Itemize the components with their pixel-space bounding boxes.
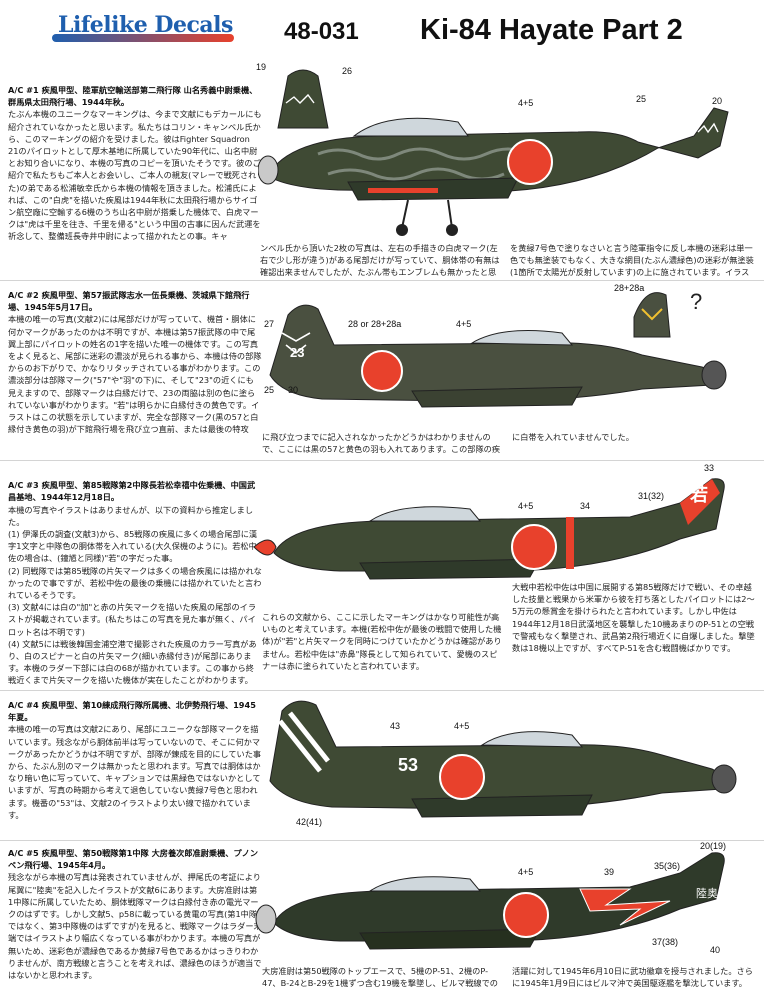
ac3-hinomaru [511, 524, 557, 570]
ac3-callout-kanji: 若 [690, 485, 708, 505]
ac4-lead: A/C #4 疾風甲型、第10練成飛行隊所属機、北伊勢飛行場、1945年夏。 [8, 700, 256, 723]
ac5-fuselage [273, 852, 725, 942]
ac2-callout-27: 27 [264, 319, 275, 329]
ac1-tail-inset [277, 69, 329, 129]
ac3-fuselage [273, 478, 725, 572]
page-title: Ki-84 Hayate Part 2 [420, 14, 683, 46]
ac2-callout-23: 23 [290, 345, 305, 360]
ac3-note: これらの文献から、ここに示したマーキングはかなり可能性が高いものと考えています。… [262, 612, 502, 671]
ac2-callout-30: 30 [288, 385, 299, 395]
ac3-body: 本機の写真やイラストはありませんが、以下の資料から推定しました。 (1) 伊澤氏… [8, 504, 262, 686]
ac4-body: 本機の唯一の写真は文献2にあり、尾部にユニークな部隊マークを描いています。残念な… [8, 724, 262, 820]
ac3-callout-4-5: 4+5 [518, 501, 534, 511]
ac1-callout-25: 25 [636, 94, 647, 104]
ac3-description: A/C #3 疾風甲型、第85戦隊第2中隊長若松幸禧中佐乗機、中国武昌基地、19… [8, 467, 262, 687]
ac2-note2: に白帯を入れていませんでした。 [512, 432, 634, 442]
ac5-callout-40: 40 [710, 945, 721, 955]
ac5-profile [255, 852, 725, 950]
ac2-callout-25: 25 [264, 385, 275, 395]
ac2-note: に飛び立つまでに記入されなかったかどうかはわかりませんので、ここには黒の57と黄… [262, 432, 501, 457]
ac2-callout-28-28a: 28+28a [614, 283, 645, 293]
ac5-description: A/C #5 疾風甲型、第50戦隊第1中隊 大房養次郎准尉乗機、プノンペン飛行場… [8, 847, 262, 999]
ac5-callout-4-5: 4+5 [518, 867, 534, 877]
ac2-callout-4-5: 4+5 [456, 319, 472, 329]
ac2-lead: A/C #2 疾風甲型、第57振武隊志水一伍長乗機、茨城県下館飛行場、1945年… [8, 290, 250, 313]
ac5-note2: 活躍に対して1945年6月10日に武功徽章を授与されました。さらに1945年1月… [512, 966, 753, 989]
ac3-callout-31-32: 31(32) [638, 491, 665, 501]
section-ac4: A/C #4 疾風甲型、第10練成飛行隊所属機、北伊勢飛行場、1945年夏。 本… [0, 690, 764, 841]
section-ac3: A/C #3 疾風甲型、第85戦隊第2中隊長若松幸禧中佐乗機、中国武昌基地、19… [0, 460, 764, 691]
ac1-body: たぶん本機のユニークなマーキングは、今まで文献にもデカールにも紹介されていなかっ… [8, 109, 262, 242]
ac5-callout-35-36: 35(36) [654, 861, 681, 871]
product-code: 48-031 [284, 18, 359, 45]
ac1-callout-26: 26 [342, 66, 353, 76]
ac2-tail-inset [633, 292, 671, 338]
brand-logo: Lifelike Decals [48, 8, 248, 42]
logo-swoosh-icon [52, 34, 234, 42]
ac2-callout-28-or: 28 or 28+28a [348, 319, 402, 329]
section-ac5: A/C #5 疾風甲型、第50戦隊第1中隊 大房養次郎准尉乗機、プノンペン飛行場… [0, 840, 764, 1001]
brand-name: Lifelike Decals [58, 12, 233, 38]
ac4-hinomaru [439, 754, 485, 800]
ac1-callout-4-5: 4+5 [518, 98, 534, 108]
ac5-hinomaru [503, 892, 549, 938]
ac5-callout-20-19: 20(19) [700, 841, 727, 851]
ac4-callout-42-41: 42(41) [296, 817, 323, 827]
ac1-callout-19: 19 [256, 62, 267, 72]
ac2-hinomaru [361, 350, 403, 392]
ac4-callout-53: 53 [398, 755, 419, 775]
ac3-lead: A/C #3 疾風甲型、第85戦隊第2中隊長若松幸禧中佐乗機、中国武昌基地、19… [8, 480, 256, 503]
ac4-fuselage [269, 700, 726, 810]
ac2-body: 本機の唯一の写真(文献2)には尾部だけが写っていて、機首・胴体に何かマークがあっ… [8, 314, 262, 435]
ac5-body: 残念ながら本機の写真は発表されていませんが、押尾氏の考証により尾翼に"陸奥"を記… [8, 872, 262, 981]
ac1-hinomaru [507, 139, 553, 185]
ac4-callout-4-5: 4+5 [454, 721, 470, 731]
ac1-note2: を黄緑7号色で塗りなさいと言う陸軍指令に反し本機の迷彩は単一色でも無塗装でもなく… [510, 243, 754, 278]
ac1-profile [258, 69, 729, 236]
ac1-callout-20: 20 [712, 96, 723, 106]
ac2-description: A/C #2 疾風甲型、第57振武隊志水一伍長乗機、茨城県下館飛行場、1945年… [8, 289, 262, 455]
ac3-note2: 大戦中若松中佐は中国に展開する第85戦隊だけで戦い、その卓越した技量と戦果から米… [512, 582, 755, 654]
ac5-note: 大房准尉は第50戦隊のトップエースで、5機のP-51、2機のP-47、B-24と… [262, 966, 498, 989]
ac3-callout-34: 34 [580, 501, 591, 511]
ac2-question-mark: ? [690, 289, 703, 314]
ac5-lead: A/C #5 疾風甲型、第50戦隊第1中隊 大房養次郎准尉乗機、プノンペン飛行場… [8, 848, 259, 871]
ac1-note: ンベル氏から頂いた2枚の写真は、左右の手描きの白虎マーク(左右で少し形が違う)が… [260, 243, 500, 278]
header: Lifelike Decals 48-031 Ki-84 Hayate Part… [0, 0, 764, 56]
ac4-profile [269, 700, 737, 818]
ac3-profile [253, 478, 725, 580]
ac4-callout-43: 43 [390, 721, 401, 731]
ac3-callout-33: 33 [704, 463, 715, 473]
ac4-description: A/C #4 疾風甲型、第10練成飛行隊所属機、北伊勢飛行場、1945年夏。 本… [8, 699, 262, 837]
ac5-callout-kanji: 陸奥 [696, 888, 718, 900]
ac5-callout-37-38: 37(38) [652, 937, 679, 947]
section-ac1: A/C #1 疾風甲型、陸軍航空輸送部第二飛行隊 山名秀義中尉乗機、群馬県太田飛… [0, 58, 764, 278]
ac2-profile [269, 292, 727, 408]
ac5-callout-39: 39 [604, 867, 615, 877]
ac1-description: A/C #1 疾風甲型、陸軍航空輸送部第二飛行隊 山名秀義中尉乗機、群馬県太田飛… [8, 84, 262, 274]
section-ac2: A/C #2 疾風甲型、第57振武隊志水一伍長乗機、茨城県下館飛行場、1945年… [0, 280, 764, 461]
ac1-lead: A/C #1 疾風甲型、陸軍航空輸送部第二飛行隊 山名秀義中尉乗機、群馬県太田飛… [8, 85, 258, 108]
